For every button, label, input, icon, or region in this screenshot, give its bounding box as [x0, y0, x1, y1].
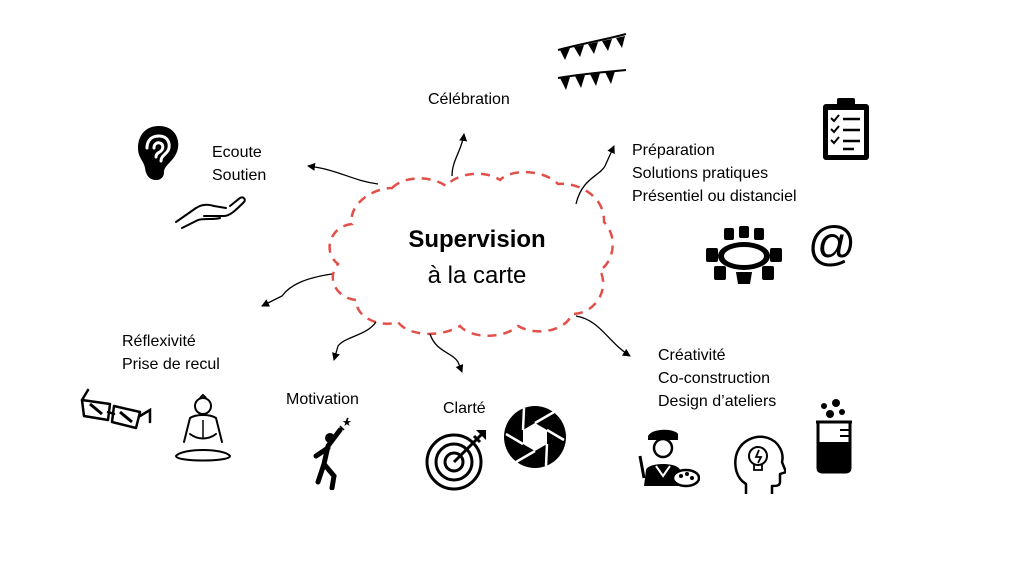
- arrow-motivation: [332, 321, 377, 361]
- 3d-glasses-icon: [80, 388, 152, 430]
- label-motivation: Motivation: [286, 391, 359, 408]
- svg-text:★: ★: [342, 416, 352, 429]
- reaching-star-icon: ★: [313, 416, 352, 490]
- ear-icon: [138, 126, 179, 180]
- head-lightbulb-icon: [734, 435, 786, 494]
- svg-text:@: @: [808, 218, 857, 270]
- label-creativite: Créativité Co-construction Design d’atel…: [658, 347, 777, 410]
- bunting-icon: [557, 33, 627, 90]
- target-arrow-icon: [425, 430, 486, 491]
- label-celebration: Célébration: [428, 91, 510, 108]
- arrow-ecoute: [307, 162, 379, 185]
- arrow-creativite: [575, 315, 631, 357]
- arrow-reflexivite: [261, 273, 333, 307]
- central-cloud: [328, 170, 614, 337]
- beaker-icon: [816, 399, 852, 474]
- label-preparation: Préparation Solutions pratiques Présenti…: [632, 142, 797, 205]
- painter-icon: [638, 429, 700, 488]
- label-reflexivite: Réflexivité Prise de recul: [122, 333, 220, 373]
- meeting-table-icon: [706, 226, 782, 284]
- center-subtitle: à la carte: [427, 262, 527, 289]
- center-title: Supervision: [408, 226, 546, 253]
- arrow-celebration: [451, 133, 468, 177]
- at-sign-icon: @: [808, 218, 857, 270]
- label-clarte: Clarté: [443, 400, 486, 417]
- arrow-preparation: [575, 145, 615, 205]
- arrow-clarte: [429, 333, 464, 373]
- meditation-icon: [174, 394, 232, 462]
- open-hand-icon: [175, 196, 246, 229]
- clipboard-checklist-icon: [823, 98, 869, 160]
- camera-aperture-icon: [504, 406, 566, 468]
- label-ecoute: Ecoute Soutien: [212, 144, 267, 184]
